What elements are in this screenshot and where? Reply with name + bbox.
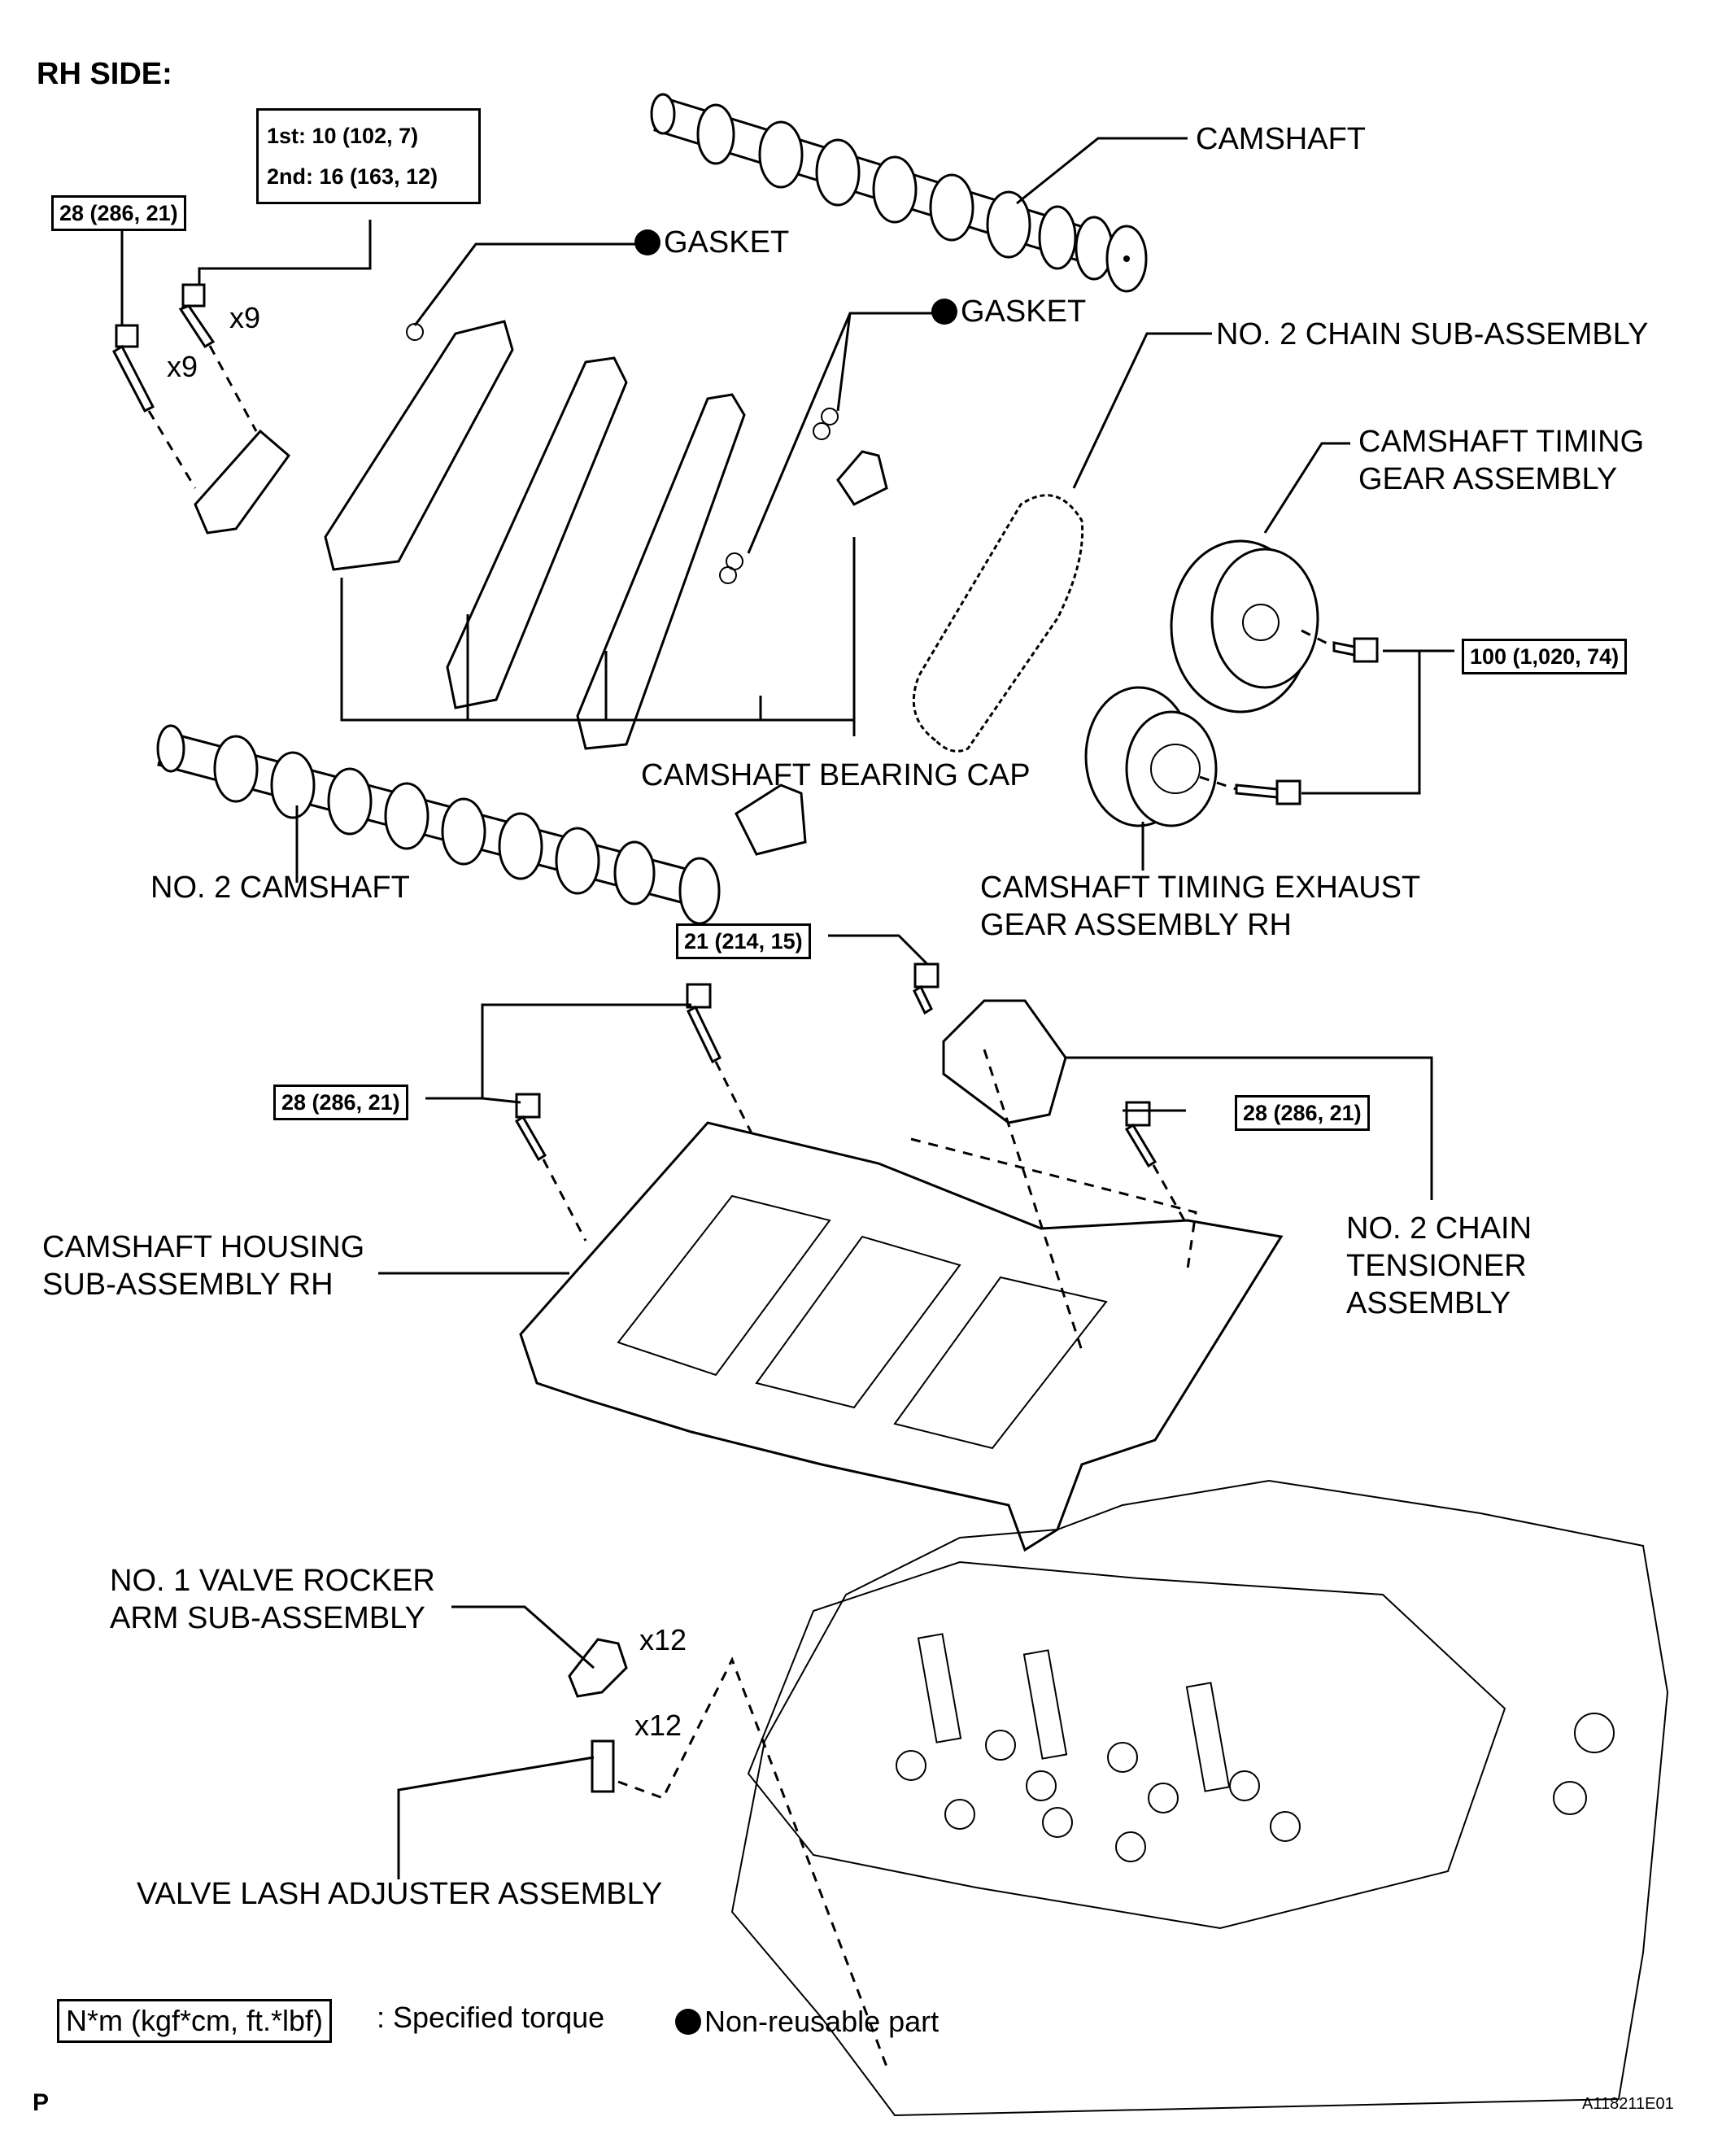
- torque-second-step: 2nd: 16 (163, 12): [267, 164, 438, 189]
- nonreusable-dot-icon: [931, 299, 957, 325]
- quantity-lash-adjuster: x12: [634, 1709, 682, 1742]
- label-housing: CAMSHAFT HOUSING SUB-ASSEMBLY RH: [42, 1230, 365, 1302]
- label-gasket-1: GASKET: [634, 224, 789, 261]
- label-exhaust-gear: CAMSHAFT TIMING EXHAUST GEAR ASSEMBLY RH: [980, 871, 1421, 942]
- quantity-cap-bolt-right: x9: [229, 301, 261, 334]
- exhaust-gear-drawing: [1084, 686, 1301, 827]
- torque-box-tensioner-bolt: 21 (214, 15): [676, 923, 811, 959]
- legend-torque-text: : Specified torque: [377, 2001, 605, 2034]
- nonreusable-dot-icon: [634, 229, 660, 255]
- rocker-arm-drawing: [568, 1638, 888, 2067]
- label-bearing-cap: CAMSHAFT BEARING CAP: [641, 758, 1031, 792]
- label-gasket-1-text: GASKET: [664, 225, 790, 260]
- legend-nonreusable: Non-reusable part: [675, 2001, 939, 2042]
- torque-box-gear-bolts: 100 (1,020, 74): [1462, 639, 1628, 674]
- no2-camshaft-drawing: [156, 724, 721, 925]
- cylinder-head-drawing: [730, 1479, 1669, 2117]
- legend-nonreusable-text: Non-reusable part: [704, 2005, 940, 2038]
- page-title: RH SIDE:: [37, 57, 172, 91]
- no2-chain-drawing: [912, 494, 1084, 753]
- label-gasket-2-text: GASKET: [961, 295, 1087, 329]
- torque-first-step: 1st: 10 (102, 7): [267, 124, 419, 148]
- quantity-rocker-arm: x12: [639, 1623, 687, 1656]
- legend-torque-unit: N*m (kgf*cm, ft.*lbf): [57, 1999, 333, 2043]
- timing-gear-drawing: [1170, 539, 1379, 714]
- label-no2-camshaft: NO. 2 CAMSHAFT: [150, 871, 410, 905]
- label-camshaft: CAMSHAFT: [1196, 122, 1366, 156]
- camshaft-drawing: [650, 93, 1148, 293]
- label-no2-chain: NO. 2 CHAIN SUB-ASSEMBLY: [1216, 317, 1649, 351]
- label-tensioner: NO. 2 CHAIN TENSIONER ASSEMBLY: [1346, 1211, 1532, 1320]
- label-rocker-arm: NO. 1 VALVE ROCKER ARM SUB-ASSEMBLY: [110, 1564, 435, 1635]
- label-timing-gear: CAMSHAFT TIMING GEAR ASSEMBLY: [1358, 425, 1645, 496]
- figure-id: A118211E01: [1582, 2095, 1674, 2113]
- label-gasket-2: GASKET: [931, 293, 1086, 330]
- label-lash-adjuster: VALVE LASH ADJUSTER ASSEMBLY: [137, 1877, 663, 1911]
- cap-bolts-left: [112, 283, 258, 489]
- torque-box-housing-bolt-right: 28 (286, 21): [1235, 1095, 1370, 1131]
- camshaft-housing-drawing: [519, 1049, 1284, 1552]
- tensioner-drawing: [913, 962, 1067, 1124]
- nonreusable-dot-icon: [675, 2009, 701, 2035]
- torque-box-housing-bolt-left: 28 (286, 21): [273, 1085, 408, 1120]
- quantity-cap-bolt-left: x9: [167, 350, 198, 383]
- footer-left-code: P: [33, 2089, 50, 2116]
- torque-box-cap-bolt-left: 28 (286, 21): [51, 195, 186, 231]
- torque-box-multistep: 1st: 10 (102, 7) 2nd: 16 (163, 12): [256, 108, 481, 204]
- bearing-caps: [324, 320, 888, 856]
